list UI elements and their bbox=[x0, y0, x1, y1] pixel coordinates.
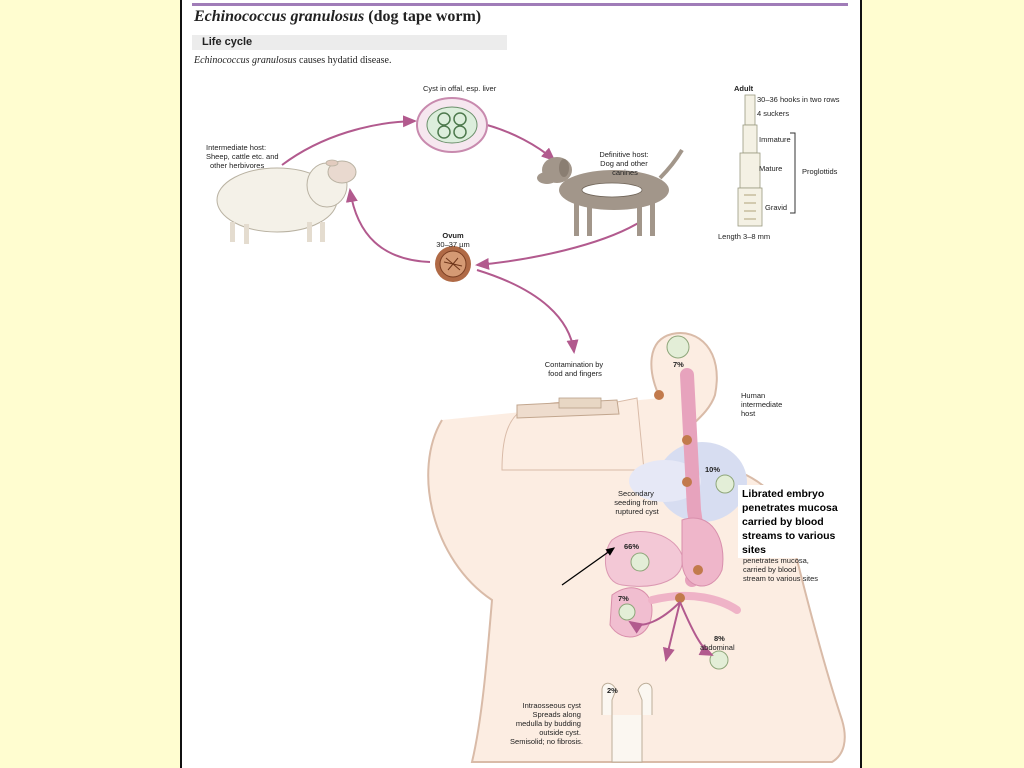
ovum-size: 30–37 µm bbox=[436, 240, 470, 249]
abdominal-percentage: 8% bbox=[714, 634, 725, 643]
secondary-seeding-label: Secondary seeding from ruptured cyst bbox=[614, 489, 659, 516]
lung-percentage: 10% bbox=[705, 465, 720, 474]
slide-page: Echinococcus granulosus (dog tape worm) … bbox=[180, 0, 862, 768]
brain-percentage: 7% bbox=[673, 360, 684, 369]
proglottids-label: Proglottids bbox=[802, 167, 838, 176]
subtitle-species: Echinococcus granulosus bbox=[194, 55, 297, 66]
adult-tapeworm-icon bbox=[737, 94, 763, 227]
human-host-label: Human intermediate host bbox=[741, 391, 784, 418]
arrow-ovum-to-human bbox=[476, 269, 579, 354]
ovum-title: Ovum bbox=[442, 231, 464, 240]
librated-embryo-callout: Librated embryo penetrates mucosa carrie… bbox=[742, 488, 841, 556]
cover-patch bbox=[200, 607, 466, 768]
length-label: Length 3–8 mm bbox=[718, 232, 770, 241]
title-common-name: (dog tape worm) bbox=[364, 8, 482, 25]
intraosseous-cyst-label: Intraosseous cyst Spreads along medulla … bbox=[510, 701, 583, 746]
arrow-to-kidney bbox=[628, 601, 681, 634]
mature-label: Mature bbox=[759, 164, 782, 173]
subtitle: Echinococcus granulosus causes hydatid d… bbox=[194, 55, 391, 66]
arrow-dog-to-ovum bbox=[475, 221, 641, 270]
intermediate-host-label: Intermediate host: Sheep, cattle etc. an… bbox=[206, 143, 281, 170]
dog-icon bbox=[537, 148, 684, 236]
definitive-host-label: Definitive host: Dog and other canines bbox=[599, 150, 650, 177]
arrow-sheep-to-cyst bbox=[281, 115, 417, 166]
kidney-percentage: 7% bbox=[618, 594, 629, 603]
callout-pointer-arrow bbox=[561, 547, 616, 586]
arrow-to-bone bbox=[662, 601, 681, 662]
title-species: Echinococcus granulosus bbox=[194, 8, 365, 25]
contamination-label: Contamination by food and fingers bbox=[545, 360, 605, 378]
sheep-icon bbox=[216, 159, 357, 244]
gravid-label: Gravid bbox=[765, 203, 787, 212]
lifecycle-diagram: Cyst in offal, esp. liver Intermediate h… bbox=[206, 84, 856, 763]
suckers-label: 4 suckers bbox=[757, 109, 789, 118]
subtitle-rest: causes hydatid disease. bbox=[296, 55, 392, 66]
arrow-cyst-to-dog bbox=[486, 124, 556, 162]
arrow-to-abdominal bbox=[679, 601, 714, 656]
liver-percentage: 66% bbox=[624, 542, 639, 551]
penetrates-mucosa-label: penetrates mucosa, carried by blood stre… bbox=[743, 556, 818, 583]
bone-percentage: 2% bbox=[607, 686, 618, 695]
ovum-icon bbox=[435, 246, 471, 282]
proglottids-bracket bbox=[790, 132, 796, 214]
hooks-label: 30–36 hooks in two rows bbox=[757, 95, 840, 104]
callout-box bbox=[738, 485, 856, 558]
adult-title: Adult bbox=[734, 84, 754, 93]
arrow-ovum-to-sheep bbox=[345, 188, 431, 263]
cyst-in-offal-icon bbox=[416, 97, 488, 153]
abdominal-label: abdominal bbox=[700, 643, 735, 652]
page-title: Echinococcus granulosus (dog tape worm) bbox=[194, 8, 481, 26]
human-body-icon bbox=[427, 332, 846, 763]
section-bar bbox=[192, 35, 507, 50]
title-rule bbox=[192, 3, 848, 6]
section-heading: Life cycle bbox=[202, 36, 253, 48]
immature-label: Immature bbox=[759, 135, 791, 144]
cyst-label: Cyst in offal, esp. liver bbox=[423, 84, 497, 93]
